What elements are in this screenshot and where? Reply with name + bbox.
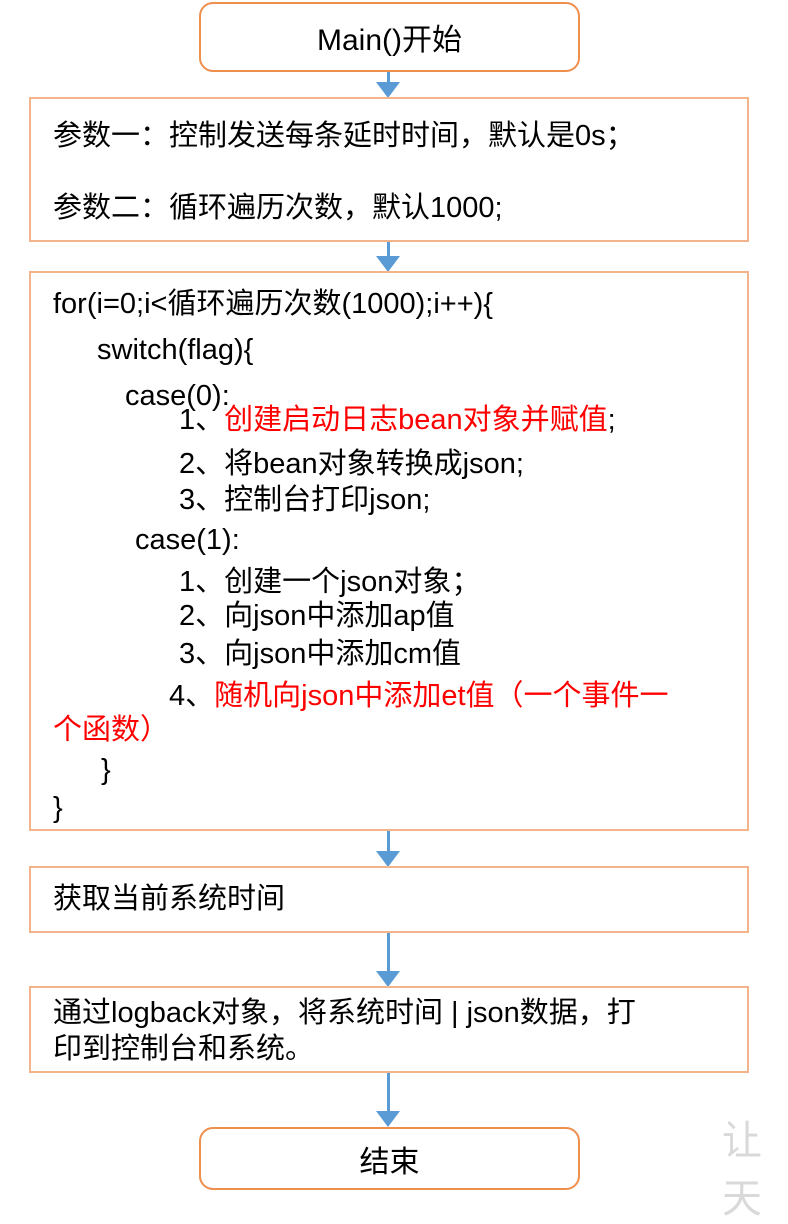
time-box: 获取当前系统时间 [29, 866, 749, 933]
arrow-params-to-loop [376, 242, 400, 272]
highlight-text: 随机向json中添加et值（一个事件一 [214, 680, 669, 712]
loop-box: for(i=0;i<循环遍历次数(1000);i++){ switch(flag… [29, 271, 749, 831]
loop-line: 1、创建启动日志bean对象并赋值; [179, 401, 616, 439]
loop-line: 2、向json中添加ap值 [179, 600, 455, 632]
end-label: 结束 [359, 1145, 420, 1179]
loop-line: 3、向json中添加cm值 [179, 638, 461, 670]
param-one-text: 参数一：控制发送每条延时时间，默认是0s； [53, 120, 635, 152]
step-number: 1、 [179, 404, 225, 436]
time-text: 获取当前系统时间 [53, 883, 286, 915]
loop-line: 3、控制台打印json; [179, 484, 431, 516]
param-two-text: 参数二：循环遍历次数，默认1000; [53, 192, 503, 224]
print-text-line1: 通过logback对象，将系统时间 | json数据，打 [53, 997, 636, 1029]
start-label: Main()开始 [316, 24, 462, 57]
loop-line: for(i=0;i<循环遍历次数(1000);i++){ [53, 288, 493, 320]
loop-line: switch(flag){ [97, 334, 254, 366]
arrow-start-to-params [376, 72, 400, 98]
loop-line: 4、随机向json中添加et值（一个事件一 [169, 677, 669, 715]
print-box: 通过logback对象，将系统时间 | json数据，打 印到控制台和系统。 [29, 986, 749, 1073]
highlight-text: 创建启动日志bean对象并赋值 [224, 404, 608, 436]
end-node: 结束 [199, 1127, 580, 1190]
loop-line: 2、将bean对象转换成json; [179, 448, 524, 480]
params-box: 参数一：控制发送每条延时时间，默认是0s； 参数二：循环遍历次数，默认1000; [29, 97, 749, 242]
arrow-loop-to-time [376, 831, 400, 867]
arrow-print-to-end [376, 1073, 400, 1127]
loop-line: case(1): [135, 524, 240, 556]
arrow-time-to-print [376, 933, 400, 987]
start-node: Main()开始 [199, 2, 580, 72]
step-number: 4、 [169, 680, 215, 712]
loop-line: case(0): [125, 380, 230, 412]
loop-line: 1、创建一个json对象； [179, 566, 481, 598]
print-text-line2: 印到控制台和系统。 [53, 1033, 315, 1065]
watermark: 让天 [722, 1118, 762, 1222]
loop-line-highlight-cont: 个函数） [53, 714, 170, 746]
loop-line: } [101, 754, 111, 786]
step-tail: ; [607, 404, 616, 436]
loop-line: } [53, 792, 63, 824]
